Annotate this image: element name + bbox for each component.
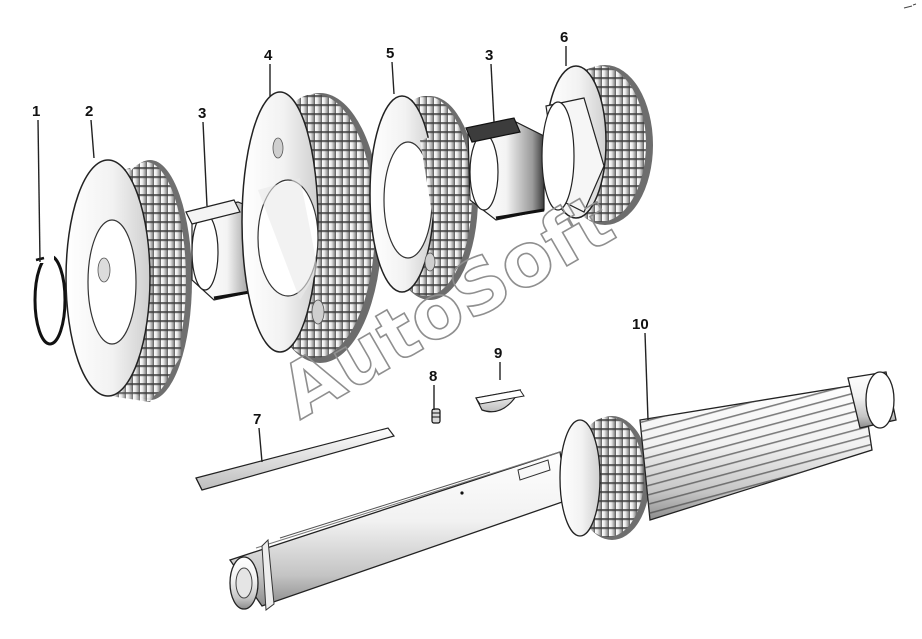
corner-mark xyxy=(903,3,917,9)
callout-2: 2 xyxy=(85,103,93,120)
gear-6 xyxy=(541,65,653,225)
callout-7: 7 xyxy=(253,411,261,428)
key-bar xyxy=(195,427,396,491)
callout-5: 5 xyxy=(386,45,394,62)
woodruff-key xyxy=(475,389,525,413)
callouts: 1 2 3 4 5 3 6 7 8 9 10 xyxy=(32,29,649,428)
main-shaft xyxy=(228,371,897,611)
callout-4: 4 xyxy=(264,47,273,64)
bushing-3-left xyxy=(185,199,263,301)
pin xyxy=(431,408,441,424)
gear-4 xyxy=(241,91,382,363)
callout-10: 10 xyxy=(632,316,649,333)
callout-9: 9 xyxy=(494,345,502,362)
gear-5 xyxy=(369,95,478,300)
leader-lines xyxy=(37,46,649,463)
callout-1: 1 xyxy=(32,103,40,120)
callout-3-right: 3 xyxy=(485,47,493,64)
callout-8: 8 xyxy=(429,368,437,385)
bushing-3-right xyxy=(465,117,545,221)
callout-6: 6 xyxy=(560,29,568,46)
gear-2 xyxy=(65,159,192,402)
callout-3-left: 3 xyxy=(198,105,206,122)
snap-ring xyxy=(33,253,67,346)
